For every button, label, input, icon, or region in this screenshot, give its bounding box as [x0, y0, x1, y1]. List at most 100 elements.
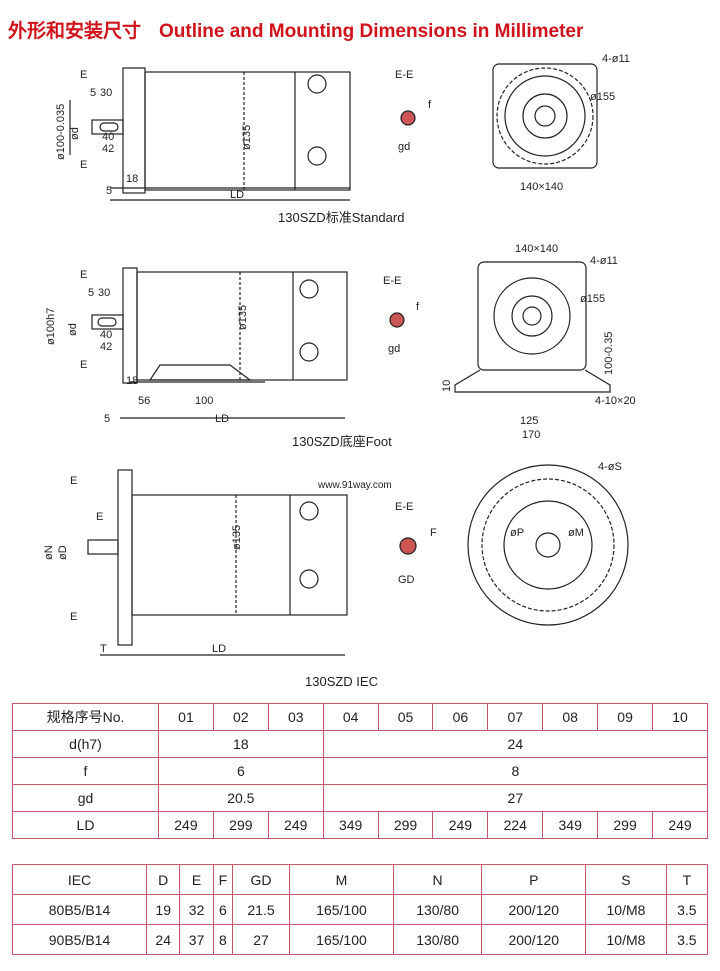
label: E-E: [395, 501, 413, 513]
label: 5: [106, 185, 112, 197]
table-cell: 6: [158, 757, 324, 785]
foot-section: E-E gd f: [383, 275, 420, 355]
table-cell: S: [585, 864, 667, 895]
label: 100-0.35: [603, 332, 615, 375]
label: LD: [230, 189, 244, 201]
label: 5: [104, 413, 110, 425]
label: 10: [441, 380, 453, 392]
label: 125: [520, 415, 538, 427]
label: øD: [57, 545, 69, 560]
table-cell: 3.5: [665, 924, 709, 955]
label: 40: [102, 131, 114, 143]
label: E: [80, 69, 87, 81]
label: 30: [98, 287, 110, 299]
caption-foot: 130SZD底座Foot: [292, 434, 392, 449]
label: E-E: [395, 69, 413, 81]
table-cell: M: [288, 864, 394, 895]
label: E: [80, 359, 87, 371]
table-cell: P: [481, 864, 587, 895]
table-cell: N: [392, 864, 483, 895]
table-cell: 10: [652, 703, 708, 731]
table-cell: 165/100: [288, 924, 394, 955]
label: 5: [90, 87, 96, 99]
foot-end-view: 140×140 4-ø11 ø155 100-0.35 10 4-10×20 1…: [441, 243, 636, 441]
caption-standard: 130SZD标准Standard: [278, 210, 404, 225]
table-cell: 3.5: [665, 894, 709, 925]
table-cell: 27: [322, 784, 709, 812]
label: E-E: [383, 275, 401, 287]
table-cell: 200/120: [481, 924, 587, 955]
label: ø100-0.035: [55, 104, 67, 160]
table-cell: T: [665, 864, 709, 895]
label: 5: [88, 287, 94, 299]
table-cell: 224: [487, 811, 544, 839]
table-cell: E: [179, 864, 214, 895]
table-cell: 349: [542, 811, 599, 839]
label: F: [430, 527, 437, 539]
label: f: [416, 301, 420, 313]
standard-side-view: E E 5 30 40 42 18 5 LD ø100-0.035 ød ø13…: [55, 67, 351, 201]
table-cell: 299: [597, 811, 654, 839]
table-cell: 08: [542, 703, 599, 731]
table-cell: 80B5/B14: [12, 894, 147, 925]
table-cell: IEC: [12, 864, 147, 895]
table-cell: 27: [232, 924, 290, 955]
table-cell: 10/M8: [585, 924, 667, 955]
dimension-drawings: E E 5 30 40 42 18 5 LD ø100-0.035 ød ø13…: [43, 53, 636, 689]
table-cell: 32: [179, 894, 214, 925]
table-cell: 299: [212, 811, 269, 839]
table-cell: 165/100: [288, 894, 394, 925]
table-cell: 07: [487, 703, 544, 731]
table-cell: 90B5/B14: [12, 924, 147, 955]
label: E: [70, 475, 77, 487]
table-cell: GD: [232, 864, 290, 895]
title-cn: 外形和安装尺寸: [8, 21, 142, 42]
table-cell: 6: [212, 894, 234, 925]
table-cell: LD: [12, 811, 159, 839]
label: GD: [398, 574, 415, 586]
iec-end-view: 4-øS øP øM: [467, 461, 629, 626]
table-cell: 21.5: [232, 894, 290, 925]
label: 30: [100, 87, 112, 99]
label: øM: [568, 527, 584, 539]
table-cell: D: [145, 864, 181, 895]
label: E: [70, 611, 77, 623]
table-cell: 05: [377, 703, 434, 731]
iec-section: E-E GD F: [395, 501, 437, 586]
label: ø135: [231, 525, 243, 550]
table-cell: 200/120: [481, 894, 587, 925]
table-cell: f: [12, 757, 159, 785]
table-cell: 04: [322, 703, 379, 731]
table-cell: 249: [158, 811, 214, 839]
table-cell: 130/80: [392, 894, 483, 925]
label: E: [96, 511, 103, 523]
label: øN: [43, 545, 55, 560]
label: 56: [138, 395, 150, 407]
table-cell: 130/80: [392, 924, 483, 955]
table-cell: 8: [322, 757, 709, 785]
label: 40: [100, 329, 112, 341]
label: ød: [69, 127, 81, 140]
label: ø135: [237, 305, 249, 330]
label: 4-ø11: [590, 255, 618, 267]
table-cell: gd: [12, 784, 159, 812]
caption-iec: 130SZD IEC: [305, 674, 378, 689]
table-cell: 299: [377, 811, 434, 839]
label: ø155: [590, 91, 615, 103]
label: 4-ø11: [602, 53, 630, 65]
label: 18: [126, 173, 138, 185]
table-cell: 规格序号No.: [12, 703, 159, 731]
label: 170: [522, 429, 540, 441]
table-cell: 24: [322, 730, 709, 758]
table-cell: 03: [267, 703, 324, 731]
label: LD: [212, 643, 226, 655]
